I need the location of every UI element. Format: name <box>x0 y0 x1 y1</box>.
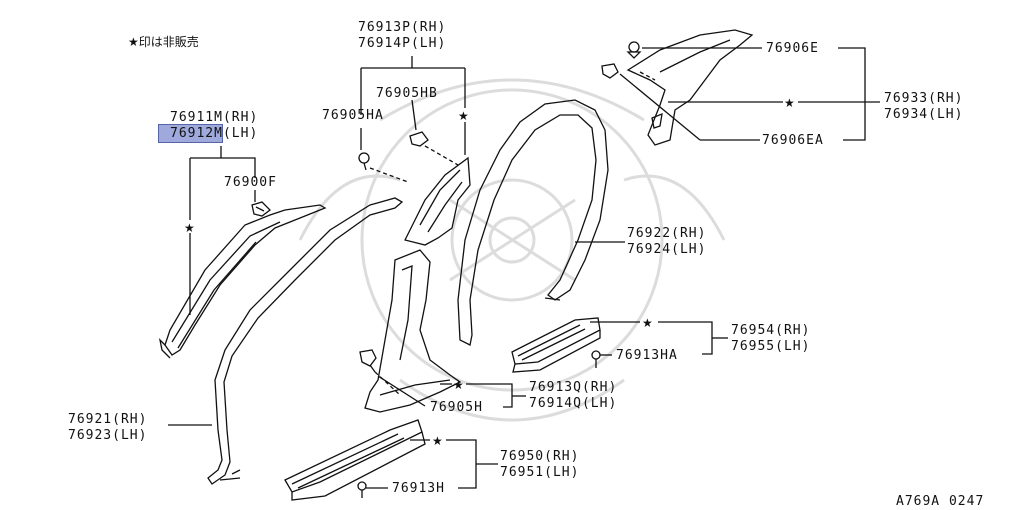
clip-76905ha <box>358 152 370 171</box>
label-76913p[interactable]: 76913P(RH) <box>358 20 447 35</box>
center-pillar-lower <box>364 249 462 413</box>
star-icon: ★ <box>453 378 464 392</box>
star-icon: ★ <box>642 316 653 330</box>
clip-76906e <box>626 41 642 59</box>
label-76905hb[interactable]: 76905HB <box>376 86 438 101</box>
label-76924[interactable]: 76924(LH) <box>627 242 707 257</box>
label-76951[interactable]: 76951(LH) <box>500 465 580 480</box>
rear-weatherstrip <box>457 99 609 346</box>
label-76922[interactable]: 76922(RH) <box>627 226 707 241</box>
not-sold-markers: ★ ★ ★ ★ ★ ★ <box>184 96 795 448</box>
label-76954[interactable]: 76954(RH) <box>731 323 811 338</box>
label-76914q[interactable]: 76914Q(LH) <box>529 396 618 411</box>
label-76955[interactable]: 76955(LH) <box>731 339 811 354</box>
label-76914p[interactable]: 76914P(LH) <box>358 36 447 51</box>
label-76912m[interactable]: 76912M(LH) <box>170 126 259 141</box>
parts <box>158 29 880 501</box>
diagram-id: A769A 0247 <box>896 494 985 509</box>
not-sold-legend: ★印は非販売 <box>128 35 199 49</box>
star-icon: ★ <box>784 96 795 110</box>
clip-76906ea <box>601 63 619 79</box>
screw-76913h <box>357 481 367 498</box>
front-weatherstrip <box>207 197 404 485</box>
label-76913q[interactable]: 76913Q(RH) <box>529 380 618 395</box>
label-76900f[interactable]: 76900F <box>224 175 277 190</box>
label-76905ha[interactable]: 76905HA <box>322 108 384 123</box>
rear-pillar-garnish <box>626 29 754 146</box>
label-76934[interactable]: 76934(LH) <box>884 107 964 122</box>
clip-76905h <box>359 349 377 373</box>
front-pillar-garnish <box>158 204 327 359</box>
label-76921[interactable]: 76921(RH) <box>68 412 148 427</box>
label-76933[interactable]: 76933(RH) <box>884 91 964 106</box>
clip-76900f <box>251 201 271 217</box>
star-icon: ★ <box>184 221 195 235</box>
label-76923[interactable]: 76923(LH) <box>68 428 148 443</box>
clip-76905hb <box>409 131 429 147</box>
label-76906e[interactable]: 76906E <box>766 41 819 56</box>
label-76906ea[interactable]: 76906EA <box>762 133 824 148</box>
label-76913h[interactable]: 76913H <box>392 481 445 496</box>
leader-lines <box>168 47 880 489</box>
leader-dashes <box>369 71 656 396</box>
selected-part-highlight[interactable] <box>158 124 223 143</box>
label-76905h[interactable]: 76905H <box>430 400 483 415</box>
label-76950[interactable]: 76950(RH) <box>500 449 580 464</box>
label-76913ha[interactable]: 76913HA <box>616 348 678 363</box>
center-pillar-upper <box>404 156 471 246</box>
star-icon: ★ <box>432 434 443 448</box>
rear-kicking-plate <box>511 317 601 373</box>
label-76911m[interactable]: 76911M(RH) <box>170 110 259 125</box>
star-icon: ★ <box>458 109 469 123</box>
